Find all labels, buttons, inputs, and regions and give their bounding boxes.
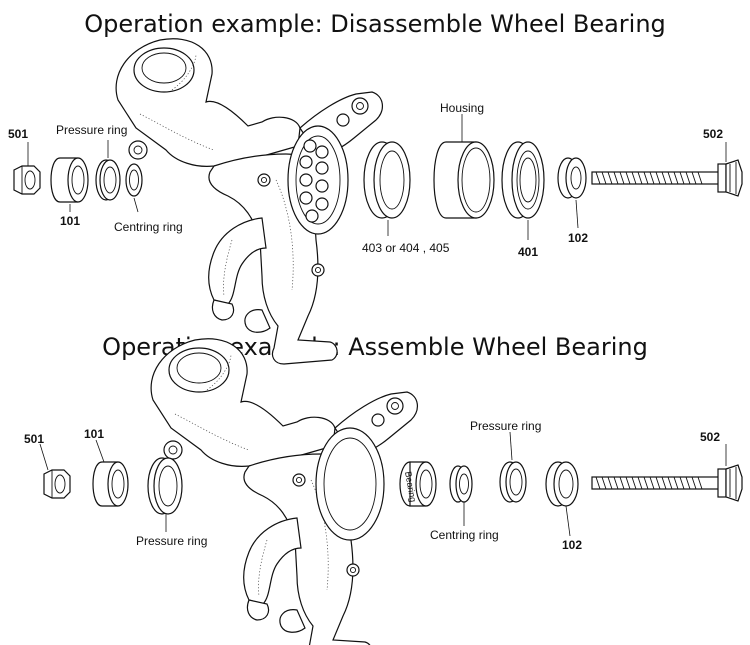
- pressure-ring-bottom-left: [147, 457, 183, 515]
- part-501-nut-bottom: [43, 469, 71, 499]
- pressure-ring-bottom-right: [499, 461, 527, 503]
- knuckle-bore-bottom: [315, 427, 385, 541]
- label-501-bottom: 501: [24, 432, 44, 446]
- assemble-section: Bearing 501 101 Pressure: [24, 338, 743, 645]
- label-housing-top: Housing: [440, 101, 484, 115]
- bearing-bottom: Bearing: [399, 461, 437, 507]
- pressure-ring-top: [95, 159, 121, 201]
- part-502-bolt-head-top: [717, 159, 743, 197]
- label-pressure-ring-bottom-right: Pressure ring: [470, 419, 541, 433]
- label-501-top: 501: [8, 127, 28, 141]
- threaded-spindle-bottom: [591, 476, 725, 490]
- label-centring-ring-top: Centring ring: [114, 220, 183, 234]
- part-101-sleeve-top: [50, 157, 89, 203]
- label-centring-ring-bottom: Centring ring: [430, 528, 499, 542]
- label-502-top: 502: [703, 127, 723, 141]
- label-pressure-ring-top: Pressure ring: [56, 123, 127, 137]
- disassemble-section: 501 101 Pressure ring Centring ring Hous…: [8, 38, 743, 365]
- part-403-ring-top: [363, 141, 411, 219]
- disassemble-title: Operation example: Disassemble Wheel Bea…: [84, 10, 666, 38]
- part-102-ring-bottom: [545, 461, 579, 507]
- threaded-spindle-top: [591, 171, 725, 185]
- label-102-bottom: 102: [562, 538, 582, 552]
- part-401-ring-top: [501, 141, 545, 219]
- label-502-bottom: 502: [700, 430, 720, 444]
- centring-ring-top: [125, 163, 143, 197]
- label-403-top: 403 or 404 , 405: [362, 241, 450, 255]
- part-501-nut-top: [13, 165, 41, 195]
- part-502-bolt-head-bottom: [717, 464, 743, 502]
- centring-ring-bottom: [449, 465, 473, 503]
- part-102-ring-top: [557, 157, 587, 199]
- label-101-bottom: 101: [84, 427, 104, 441]
- part-101-sleeve-bottom: [92, 461, 129, 507]
- label-102-top: 102: [568, 231, 588, 245]
- knuckle-bore-with-balls: [287, 125, 349, 235]
- label-401-top: 401: [518, 245, 538, 259]
- label-pressure-ring-bottom-left: Pressure ring: [136, 534, 207, 548]
- housing-cylinder-top: [433, 141, 495, 219]
- label-101-top: 101: [60, 214, 80, 228]
